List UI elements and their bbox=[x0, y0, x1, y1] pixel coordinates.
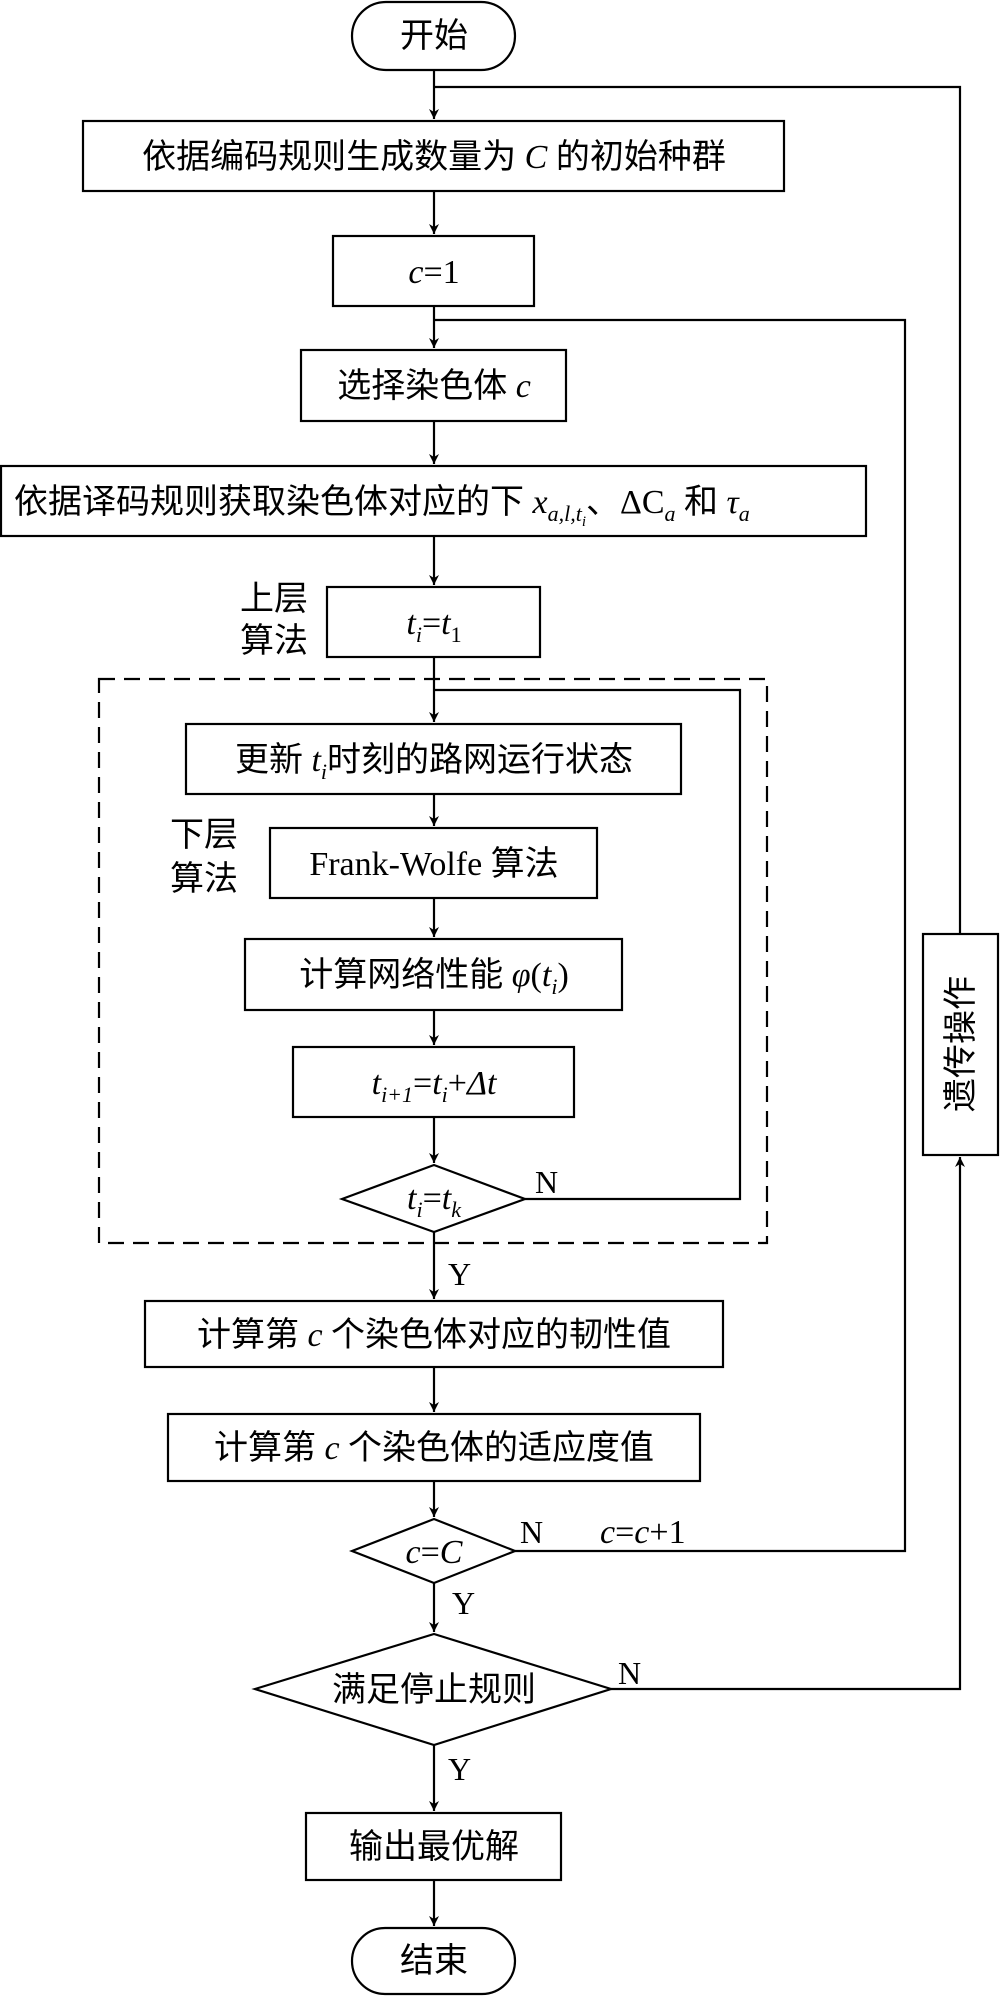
time-check-label: ti=tk bbox=[407, 1180, 462, 1222]
time-check-yes-label: Y bbox=[448, 1256, 471, 1292]
end-label: 结束 bbox=[400, 1942, 468, 1980]
loop-genetic-to-top bbox=[434, 85, 962, 934]
node-genetic-operation: 遗传操作 bbox=[921, 932, 1000, 1157]
stop-rule-yes-label: Y bbox=[448, 1751, 471, 1787]
node-time-step: ti+1=ti+Δt bbox=[291, 1045, 576, 1119]
chromosome-check-yes-label: Y bbox=[452, 1585, 475, 1621]
node-select-chromosome: 选择染色体 c bbox=[299, 348, 568, 423]
output-label: 输出最优解 bbox=[349, 1828, 519, 1866]
genetic-operation-label: 遗传操作 bbox=[942, 976, 980, 1112]
update-label: 更新 ti时刻的路网运行状态 bbox=[235, 741, 633, 784]
decode-label: 依据译码规则获取染色体对应的下 xa,l,ti、ΔCa 和 τa bbox=[14, 483, 750, 530]
stop-rule-no-label: N bbox=[618, 1655, 641, 1691]
decision-chromosome-check: c=C bbox=[348, 1517, 518, 1585]
upper-label-line1: 上层 bbox=[240, 581, 308, 618]
t-init-label: ti=t1 bbox=[406, 605, 461, 647]
arrow-stop-no-to-genetic bbox=[611, 1157, 965, 1691]
chromosome-check-label: c=C bbox=[406, 1534, 463, 1571]
time-check-no-label: N bbox=[535, 1164, 558, 1200]
node-init-population: 依据编码规则生成数量为 C 的初始种群 bbox=[81, 119, 786, 193]
c-init-label: c=1 bbox=[408, 254, 459, 291]
node-end: 结束 bbox=[350, 1926, 517, 1996]
node-frank-wolfe: Frank-Wolfe 算法 bbox=[268, 826, 599, 900]
node-decode: 依据译码规则获取染色体对应的下 xa,l,ti、ΔCa 和 τa bbox=[0, 464, 868, 538]
loop-chromosome-no bbox=[434, 318, 907, 1553]
decision-time-check: ti=tk bbox=[338, 1163, 529, 1234]
lower-level-region bbox=[97, 677, 769, 1245]
start-label: 开始 bbox=[400, 17, 468, 55]
node-network-performance: 计算网络性能 φ(ti) bbox=[243, 937, 624, 1012]
c-increment-label: c=c+1 bbox=[600, 1514, 686, 1551]
lower-level-label: 下层 算法 bbox=[170, 817, 238, 898]
select-label: 选择染色体 c bbox=[337, 367, 531, 405]
stop-rule-label: 满足停止规则 bbox=[332, 1671, 536, 1709]
net-perf-label: 计算网络性能 φ(ti) bbox=[299, 956, 569, 999]
chromosome-check-no-label: N bbox=[520, 1514, 543, 1550]
fitness-label: 计算第 c 个染色体的适应度值 bbox=[214, 1429, 654, 1467]
node-t-init: ti=t1 bbox=[325, 585, 542, 659]
connectors bbox=[429, 70, 965, 1926]
node-output: 输出最优解 bbox=[304, 1811, 563, 1882]
init-population-label: 依据编码规则生成数量为 C 的初始种群 bbox=[142, 138, 726, 176]
lower-label-line2: 算法 bbox=[170, 860, 238, 898]
toughness-label: 计算第 c 个染色体对应的韧性值 bbox=[197, 1316, 671, 1354]
loop-time-no bbox=[434, 688, 742, 1201]
node-c-init: c=1 bbox=[331, 234, 536, 308]
frank-wolfe-label: Frank-Wolfe 算法 bbox=[309, 845, 558, 883]
node-start: 开始 bbox=[350, 0, 517, 72]
decision-stop-rule: 满足停止规则 bbox=[251, 1632, 615, 1747]
lower-label-line1: 下层 bbox=[170, 817, 238, 854]
node-toughness: 计算第 c 个染色体对应的韧性值 bbox=[143, 1299, 725, 1369]
node-update-state: 更新 ti时刻的路网运行状态 bbox=[184, 722, 683, 796]
upper-level-label: 上层 算法 bbox=[240, 581, 308, 660]
upper-label-line2: 算法 bbox=[240, 622, 308, 660]
node-fitness: 计算第 c 个染色体的适应度值 bbox=[166, 1412, 702, 1483]
time-step-label: ti+1=ti+Δt bbox=[372, 1065, 498, 1107]
